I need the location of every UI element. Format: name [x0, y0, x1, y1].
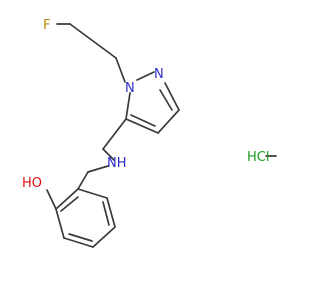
bond-ar3-ar4: [63, 237, 94, 248]
hcl-label: HCl: [247, 150, 269, 165]
bond-c5-ch2: [102, 118, 127, 150]
bond-c4-c5: [125, 118, 159, 134]
bond-c3-c4: [157, 109, 180, 134]
bond-ch2-aryl: [77, 171, 89, 190]
bond-ar-inner-1: [60, 196, 79, 212]
bond-n1-n2: [136, 71, 155, 81]
bond-nh-ch2: [87, 165, 109, 173]
amine-label: NH: [107, 156, 127, 171]
pyrazole-n2-label: N: [154, 67, 164, 82]
structure-canvas: F N N NH HO HCl: [22, 18, 277, 248]
hydroxyl-label: HO: [22, 176, 42, 191]
bond-ar-inner-2: [68, 233, 93, 242]
pyrazole-n1-label: N: [125, 81, 135, 96]
bond-ch2-nh: [102, 148, 115, 161]
bond-c-c: [69, 23, 117, 59]
bond-n2-c3-inner: [159, 89, 173, 111]
bonds: [46, 23, 277, 248]
bond-n2-c3: [164, 82, 180, 111]
atom-labels: F N N NH HO HCl: [22, 18, 269, 191]
bond-ar-inner-3: [102, 201, 110, 226]
bond-ar1-ar2: [55, 188, 79, 210]
bond-c-n1: [115, 57, 126, 83]
bond-ar6-ar1: [77, 188, 108, 199]
bond-ar4-ar5: [92, 226, 116, 248]
bond-ar-oh: [46, 189, 57, 210]
bond-c5-n1: [125, 92, 131, 120]
molecule-drawing: F N N NH HO HCl: [22, 18, 277, 248]
bond-c4-c5-inner: [130, 114, 156, 127]
bond-ar2-ar3: [55, 208, 65, 239]
bond-ar5-ar6: [106, 197, 116, 228]
fluorine-label: F: [43, 18, 50, 33]
